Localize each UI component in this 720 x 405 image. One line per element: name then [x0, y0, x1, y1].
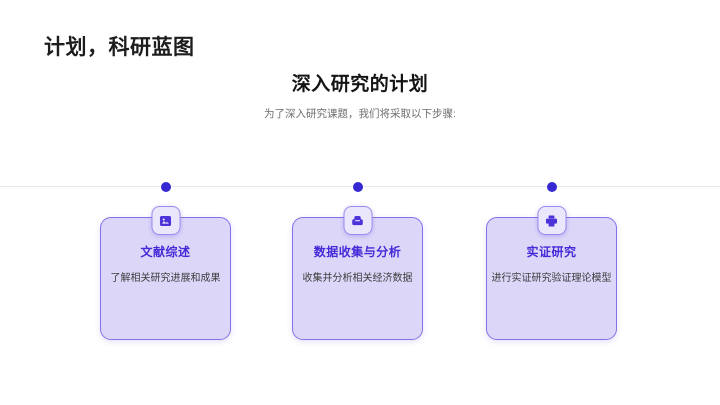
- slide-heading: 深入研究的计划: [291, 74, 429, 95]
- step-description: 进行实证研究验证理论模型: [491, 273, 612, 284]
- step-title: 实证研究: [526, 245, 577, 259]
- page-title: 计划，科研蓝图: [44, 36, 195, 59]
- step-title: 文献综述: [140, 245, 191, 259]
- timeline-dot: [352, 182, 363, 192]
- step-column-data-collection: 数据收集与分析 收集并分析相关经济数据: [292, 182, 423, 344]
- step-description: 收集并分析相关经济数据: [302, 273, 413, 284]
- step-icon-box: [343, 206, 372, 235]
- slide-subtitle: 为了深入研究课题，我们将采取以下步骤:: [264, 108, 456, 120]
- timeline-dot: [546, 182, 557, 192]
- step-card: 文献综述 了解相关研究进展和成果: [100, 217, 231, 340]
- step-card: 实证研究 进行实证研究验证理论模型: [486, 217, 617, 340]
- step-card: 数据收集与分析 收集并分析相关经济数据: [292, 217, 423, 340]
- step-icon-box: [151, 206, 180, 235]
- step-description: 了解相关研究进展和成果: [110, 273, 221, 284]
- printer-icon: [545, 214, 559, 228]
- timeline-dot: [160, 182, 171, 192]
- step-title: 数据收集与分析: [313, 245, 402, 259]
- step-icon-box: [537, 206, 566, 235]
- step-column-empirical-research: 实证研究 进行实证研究验证理论模型: [486, 182, 617, 344]
- inbox-icon: [351, 214, 365, 228]
- image-icon: [159, 214, 173, 228]
- step-column-literature-review: 文献综述 了解相关研究进展和成果: [100, 182, 231, 344]
